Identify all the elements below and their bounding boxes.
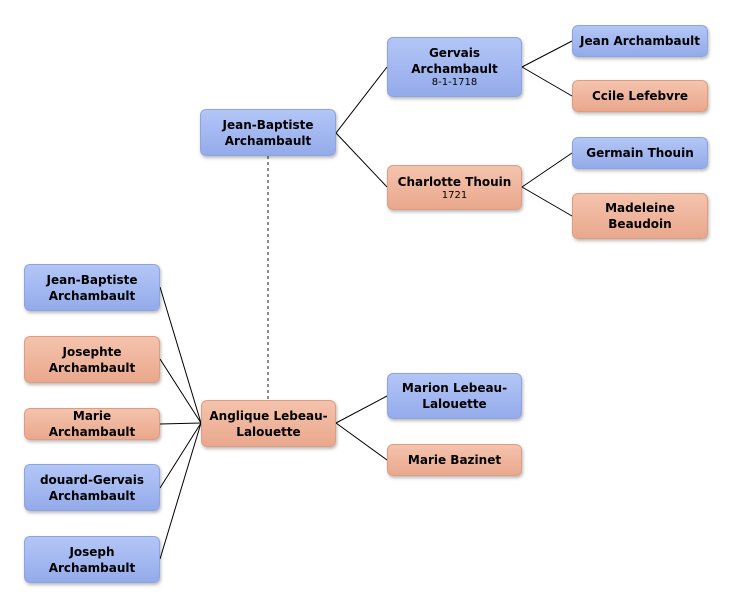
person-name: Charlotte Thouin: [397, 174, 512, 189]
person-douard-gervais-archambault[interactable]: douard-Gervais Archambault: [24, 464, 160, 511]
person-madeleine-beaudoin[interactable]: Madeleine Beaudoin: [572, 193, 708, 239]
person-name: Marie Archambault: [48, 409, 136, 439]
edge-anglique-mariebazinet: [335, 422, 388, 461]
person-name: Gervais Archambault: [411, 46, 498, 76]
person-germain-thouin[interactable]: Germain Thouin: [572, 137, 708, 169]
person-marie-bazinet[interactable]: Marie Bazinet: [387, 444, 522, 476]
person-child-jean-baptiste-archambault[interactable]: Jean-Baptiste Archambault: [24, 264, 160, 311]
person-marion-lebeau-lalouette[interactable]: Marion Lebeau-Lalouette: [387, 373, 522, 419]
person-name: Germain Thouin: [586, 146, 694, 160]
person-name: Josephte Archambault: [48, 344, 136, 375]
person-name: Jean-Baptiste Archambault: [46, 272, 138, 303]
edge-child-joseph: [159, 422, 202, 560]
edge-child-jb: [159, 286, 202, 424]
person-ccile-lefebvre[interactable]: Ccile Lefebvre: [572, 80, 708, 112]
person-charlotte-thouin[interactable]: Charlotte Thouin 1721: [387, 165, 522, 210]
person-name: Marie Bazinet: [407, 453, 502, 467]
person-name: Jean Archambault: [580, 34, 700, 48]
edge-gervais-ccile: [521, 66, 573, 97]
edge-jb-charlotte: [335, 132, 388, 188]
person-name: Joseph Archambault: [48, 544, 136, 575]
person-name: Anglique Lebeau-Lalouette: [209, 408, 328, 439]
person-name: Madeleine Beaudoin: [605, 201, 675, 231]
person-date: 8-1-1718: [431, 77, 478, 88]
edge-child-marie: [159, 422, 202, 425]
person-gervais-archambault[interactable]: Gervais Archambault 8-1-1718: [387, 37, 522, 97]
person-date: 1721: [441, 189, 468, 201]
person-name: Ccile Lefebvre: [591, 89, 689, 103]
edge-child-josephte: [159, 358, 202, 424]
person-name: Marion Lebeau-Lalouette: [401, 381, 508, 411]
edge-charlotte-madeleine: [521, 186, 573, 217]
edge-anglique-marion: [335, 395, 388, 424]
person-marie-archambault[interactable]: Marie Archambault: [24, 408, 160, 440]
person-josephte-archambault[interactable]: Josephte Archambault: [24, 336, 160, 383]
person-jean-archambault[interactable]: Jean Archambault: [572, 25, 708, 57]
edge-gervais-jean: [521, 40, 573, 68]
edge-jb-gervais: [335, 66, 388, 134]
person-jean-baptiste-archambault[interactable]: Jean-Baptiste Archambault: [200, 109, 336, 156]
edge-charlotte-germain: [521, 152, 573, 188]
person-anglique-lebeau-lalouette[interactable]: Anglique Lebeau-Lalouette: [201, 400, 336, 447]
person-name: douard-Gervais Archambault: [39, 472, 145, 503]
person-name: Jean-Baptiste Archambault: [222, 117, 314, 148]
person-joseph-archambault[interactable]: Joseph Archambault: [24, 536, 160, 583]
edge-child-douard: [159, 422, 202, 489]
